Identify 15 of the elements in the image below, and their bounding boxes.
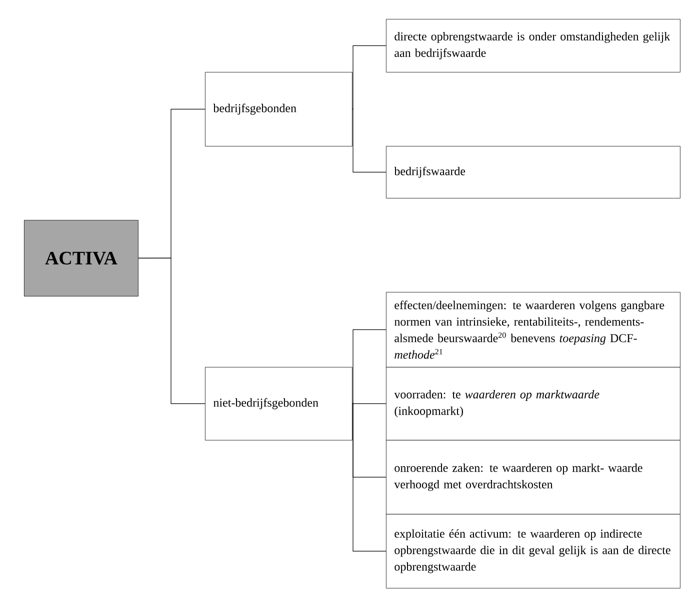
valuation-box: voorraden: te waarderen op marktwaarde (inkoopmarkt) [386,367,680,440]
valuation-box: exploitatie één activum: te waarderen op indirecte opbrengstwaarde die in dit geval gelijk is aan de directe opbrengstwaarde [386,514,680,588]
category-box: bedrijfsgebonden [205,72,352,146]
valuation-box: directe opbrengstwaarde is onder omstandigheden gelijk aan bedrijfswaarde [386,19,680,72]
category-box: niet-bedrijfsgebonden [205,367,352,440]
connector-line [352,329,386,404]
connector-line [352,45,386,110]
connector-line [138,258,206,404]
connector-line [352,403,386,552]
title-box: ACTIVA [24,220,138,296]
connector-line [352,108,386,172]
valuation-box: effecten/deelnemingen: te waarderen volgens gangbare normen van intrinsieke, rentabiliteits-, rendements- alsmede beurswaarde$^{20}$ benevens toepasing DCF-methode$^{21}$ [386,292,680,368]
valuation-box: onroerende zaken: te waarderen op markt- waarde verhoogd met overdrachtskosten [386,440,680,514]
connector-line [352,403,386,404]
valuation-box: bedrijfswaarde [386,146,680,198]
